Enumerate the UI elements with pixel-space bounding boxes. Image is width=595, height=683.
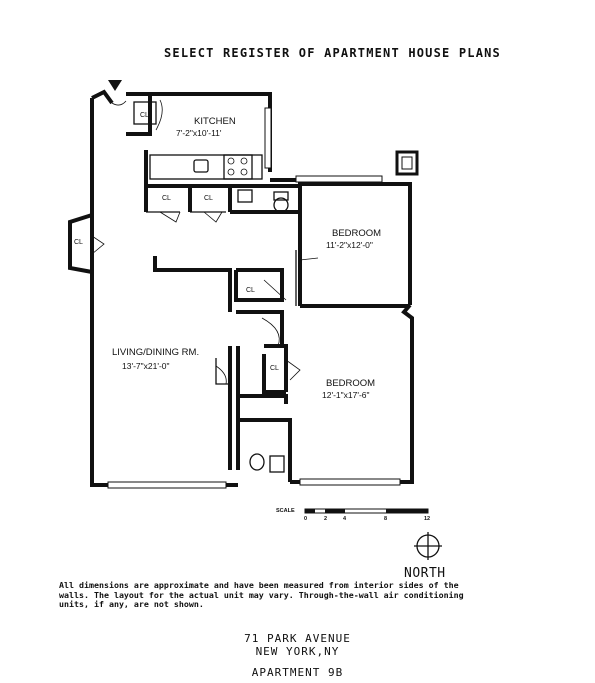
scale-tick-2: 2 (324, 516, 328, 522)
bedroom2-dims: 12'-1"x17'-6" (322, 390, 370, 400)
closet-label-hall: CL (246, 287, 255, 294)
bedroom2-label: BEDROOM (326, 378, 375, 389)
living-label: LIVING/DINING RM. (112, 347, 199, 358)
scale-tick-0: 0 (304, 516, 308, 522)
scale-tick-8: 8 (384, 516, 388, 522)
living-dims: 13'-7"x21'-0" (122, 361, 170, 371)
column-chase (395, 150, 419, 176)
hall-walls (153, 256, 301, 482)
closet-row (144, 186, 232, 223)
north-compass-icon (414, 532, 442, 560)
scale-tick-12: 12 (424, 516, 431, 522)
scale-tick-4: 4 (343, 516, 347, 522)
entry-arrow-icon (108, 80, 122, 91)
kitchen-fixtures (126, 94, 298, 188)
kitchen-dims: 7'-2"x10'-11' (176, 128, 222, 138)
bedroom1-label: BEDROOM (332, 228, 381, 239)
address-city: NEW YORK,NY (255, 645, 340, 658)
kitchen-label: KITCHEN (194, 116, 236, 127)
closet-label-bedroom: CL (270, 365, 279, 372)
apartment-number: APARTMENT 9B (251, 666, 344, 679)
north-label: NORTH (404, 566, 446, 581)
address-street: 71 PARK AVENUE (244, 632, 351, 645)
closet-label-1: CL (162, 195, 171, 202)
closet-label-kitchen: CL (140, 112, 149, 119)
page-title: SELECT REGISTER OF APARTMENT HOUSE PLANS (164, 46, 501, 60)
bathroom-upper (230, 184, 410, 308)
disclaimer-text: All dimensions are approximate and have … (59, 580, 464, 610)
outer-walls (68, 89, 414, 489)
bedroom1-dims: 11'-2"x12'-0" (326, 240, 373, 250)
closet-label-2: CL (204, 195, 213, 202)
scale-label: SCALE (276, 508, 295, 514)
scale-bar (304, 508, 429, 514)
closet-label-entry: CL (74, 239, 83, 246)
